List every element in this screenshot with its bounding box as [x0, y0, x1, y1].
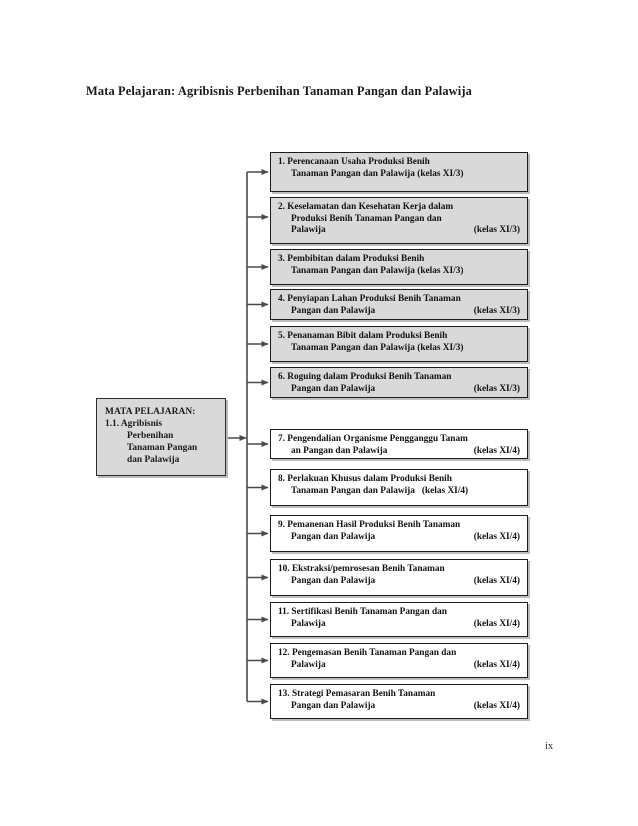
topic-box-6: 6. Roguing dalam Produksi Benih Tanaman(… — [270, 367, 528, 398]
topic-5-line-1: 5. Penanaman Bibit dalam Produksi Benih — [278, 331, 448, 341]
topic-11-line-1: 11. Sertifikasi Benih Tanaman Pangan dan — [278, 607, 447, 617]
topic-13-line-1: 13. Strategi Pemasaran Benih Tanaman — [278, 689, 436, 699]
topic-box-11: 11. Sertifikasi Benih Tanaman Pangan dan… — [270, 602, 528, 637]
topic-10-line-1: 10. Ekstraksi/pemrosesan Benih Tanaman — [278, 564, 445, 574]
topic-6-line-2: (kelas XI/3)Pangan dan Palawija — [291, 383, 520, 394]
topic-9-line-2: (kelas XI/4)Pangan dan Palawija — [291, 531, 520, 542]
topic-5-line-2: Tanaman Pangan dan Palawija (kelas XI/3) — [291, 342, 464, 353]
topic-2-line-3: (kelas XI/3)Palawija — [291, 225, 520, 236]
topic-7-line-1: 7. Pengendalian Organisme Pengganggu Tan… — [278, 434, 468, 444]
topic-11-class-code: (kelas XI/4) — [473, 618, 520, 629]
topic-1-line-1: 1. Perencanaan Usaha Produksi Benih — [278, 157, 430, 167]
topic-box-8: 8. Perlakuan Khusus dalam Produksi Benih… — [270, 469, 528, 506]
root-cont-line-3: dan Palawija — [127, 455, 180, 466]
topic-4-line-1: 4. Penyiapan Lahan Produksi Benih Tanama… — [278, 294, 461, 304]
page-title: Mata Pelajaran: Agribisnis Perbenihan Ta… — [86, 84, 472, 98]
topic-box-13: 13. Strategi Pemasaran Benih Tanaman(kel… — [270, 684, 528, 719]
topic-11-line-2: (kelas XI/4)Palawija — [291, 618, 520, 629]
topic-8-line-2: Tanaman Pangan dan Palawija (kelas XI/4) — [291, 485, 469, 496]
topic-8-line-1: 8. Perlakuan Khusus dalam Produksi Benih — [278, 474, 452, 484]
topic-13-line-2: (kelas XI/4)Pangan dan Palawija — [291, 700, 520, 711]
topic-box-10: 10. Ekstraksi/pemrosesan Benih Tanaman(k… — [270, 559, 528, 596]
root-cont-line-1: Perbenihan — [127, 431, 174, 442]
topic-7-line-2: (kelas XI/4)an Pangan dan Palawija — [291, 445, 520, 456]
topic-2-line-1: 2. Keselamatan dan Kesehatan Kerja dalam — [278, 202, 454, 212]
topic-10-class-code: (kelas XI/4) — [473, 575, 520, 586]
root-heading: MATA PELAJARAN: — [105, 407, 196, 417]
topic-2-class-code: (kelas XI/3) — [473, 225, 520, 236]
page-folio: ix — [545, 741, 554, 752]
topic-6-line-1: 6. Roguing dalam Produksi Benih Tanaman — [278, 372, 452, 382]
topic-box-4: 4. Penyiapan Lahan Produksi Benih Tanama… — [270, 289, 528, 320]
topic-box-12: 12. Pengemasan Benih Tanaman Pangan dan(… — [270, 643, 528, 678]
topic-6-class-code: (kelas XI/3) — [473, 383, 520, 394]
topic-10-line-2: (kelas XI/4)Pangan dan Palawija — [291, 575, 520, 586]
root-cont-line-2: Tanaman Pangan — [127, 443, 198, 454]
topic-12-line-1: 12. Pengemasan Benih Tanaman Pangan dan — [278, 648, 457, 658]
topic-box-7: 7. Pengendalian Organisme Pengganggu Tan… — [270, 429, 528, 459]
topic-box-2: 2. Keselamatan dan Kesehatan Kerja dalam… — [270, 197, 528, 244]
topic-9-line-1: 9. Pemanenan Hasil Produksi Benih Tanama… — [278, 520, 461, 530]
topic-4-line-2: (kelas XI/3)Pangan dan Palawija — [291, 305, 520, 316]
topic-2-line-2: Produksi Benih Tanaman Pangan dan — [291, 213, 442, 224]
topic-7-class-code: (kelas XI/4) — [473, 445, 520, 456]
topic-3-line-1: 3. Pembibitan dalam Produksi Benih — [278, 254, 425, 264]
topic-9-class-code: (kelas XI/4) — [473, 531, 520, 542]
topic-12-class-code: (kelas XI/4) — [473, 659, 520, 670]
topic-3-line-2: Tanaman Pangan dan Palawija (kelas XI/3) — [291, 265, 464, 276]
root-number-line: 1.1. Agribisnis — [105, 419, 163, 430]
topic-13-class-code: (kelas XI/4) — [473, 700, 520, 711]
topic-12-line-2: (kelas XI/4)Palawija — [291, 659, 520, 670]
topic-1-line-2: Tanaman Pangan dan Palawija (kelas XI/3) — [291, 168, 464, 179]
topic-box-9: 9. Pemanenan Hasil Produksi Benih Tanama… — [270, 515, 528, 552]
topic-4-class-code: (kelas XI/3) — [473, 305, 520, 316]
root-subject-box: MATA PELAJARAN: 1.1. Agribisnis Perbenih… — [96, 398, 226, 476]
